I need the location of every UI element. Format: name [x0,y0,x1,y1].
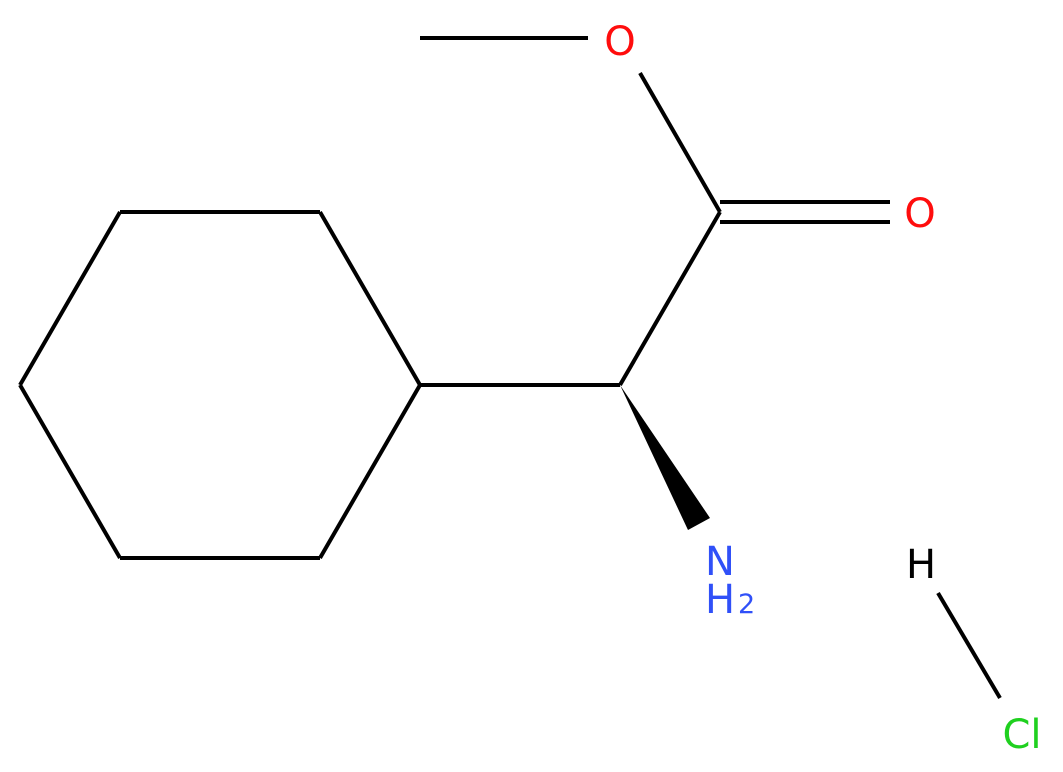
ring-bond-5 [18,383,122,560]
wedge-bond [620,385,710,530]
hydrogen-label: H [906,542,936,588]
carbonyl-double-bond [720,200,890,224]
ring-bond-6 [18,210,122,387]
h-cl-bond [936,591,1002,700]
ester-oxygen-label: O [604,19,635,65]
ring-bond-2 [318,210,422,387]
amine-n-label: N [705,539,735,585]
carbonyl-oxygen-label: O [904,191,935,237]
alpha-to-carbonyl-bond [618,210,722,387]
carbonyl-to-ester-oxygen-bond [638,72,722,213]
ring-bond-3 [318,383,422,560]
cyclohexane-ring [18,210,422,560]
amine-h-label: H [705,577,735,623]
chlorine-label: Cl [1002,712,1041,758]
amine-h-subscript: 2 [738,589,755,620]
